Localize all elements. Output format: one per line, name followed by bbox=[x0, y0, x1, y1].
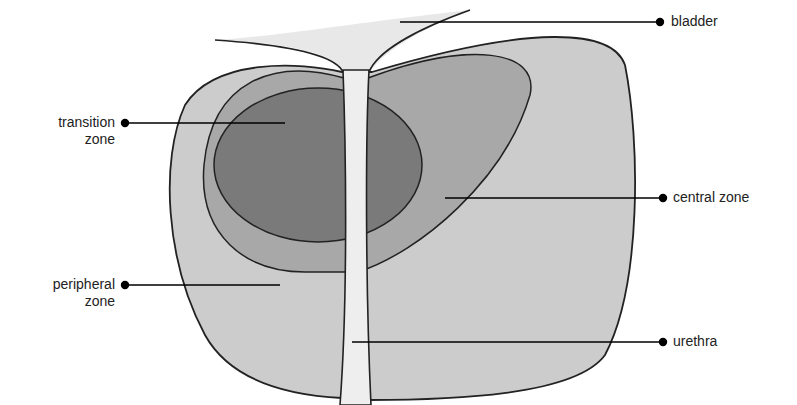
transition-zone-shape bbox=[214, 88, 422, 242]
leader-dot bbox=[122, 120, 129, 127]
part-label: peripheral zone bbox=[33, 276, 115, 310]
bladder-outline bbox=[215, 40, 343, 72]
leader-dot bbox=[657, 19, 664, 26]
part-label: transition zone bbox=[33, 114, 115, 148]
bladder-outline bbox=[369, 10, 470, 72]
part-label: central zone bbox=[673, 189, 783, 206]
leader-line bbox=[445, 197, 663, 198]
part-label: bladder bbox=[671, 13, 781, 30]
part-label: urethra bbox=[673, 333, 783, 350]
leader-dot bbox=[122, 282, 129, 289]
leader-dot bbox=[660, 339, 667, 346]
leader-line bbox=[400, 21, 660, 22]
leader-dot bbox=[660, 195, 667, 202]
leader-line bbox=[125, 122, 285, 123]
urethra-shape bbox=[340, 70, 371, 405]
leader-line bbox=[352, 341, 663, 342]
leader-line bbox=[125, 284, 280, 285]
peripheral-zone-shape bbox=[170, 37, 635, 400]
